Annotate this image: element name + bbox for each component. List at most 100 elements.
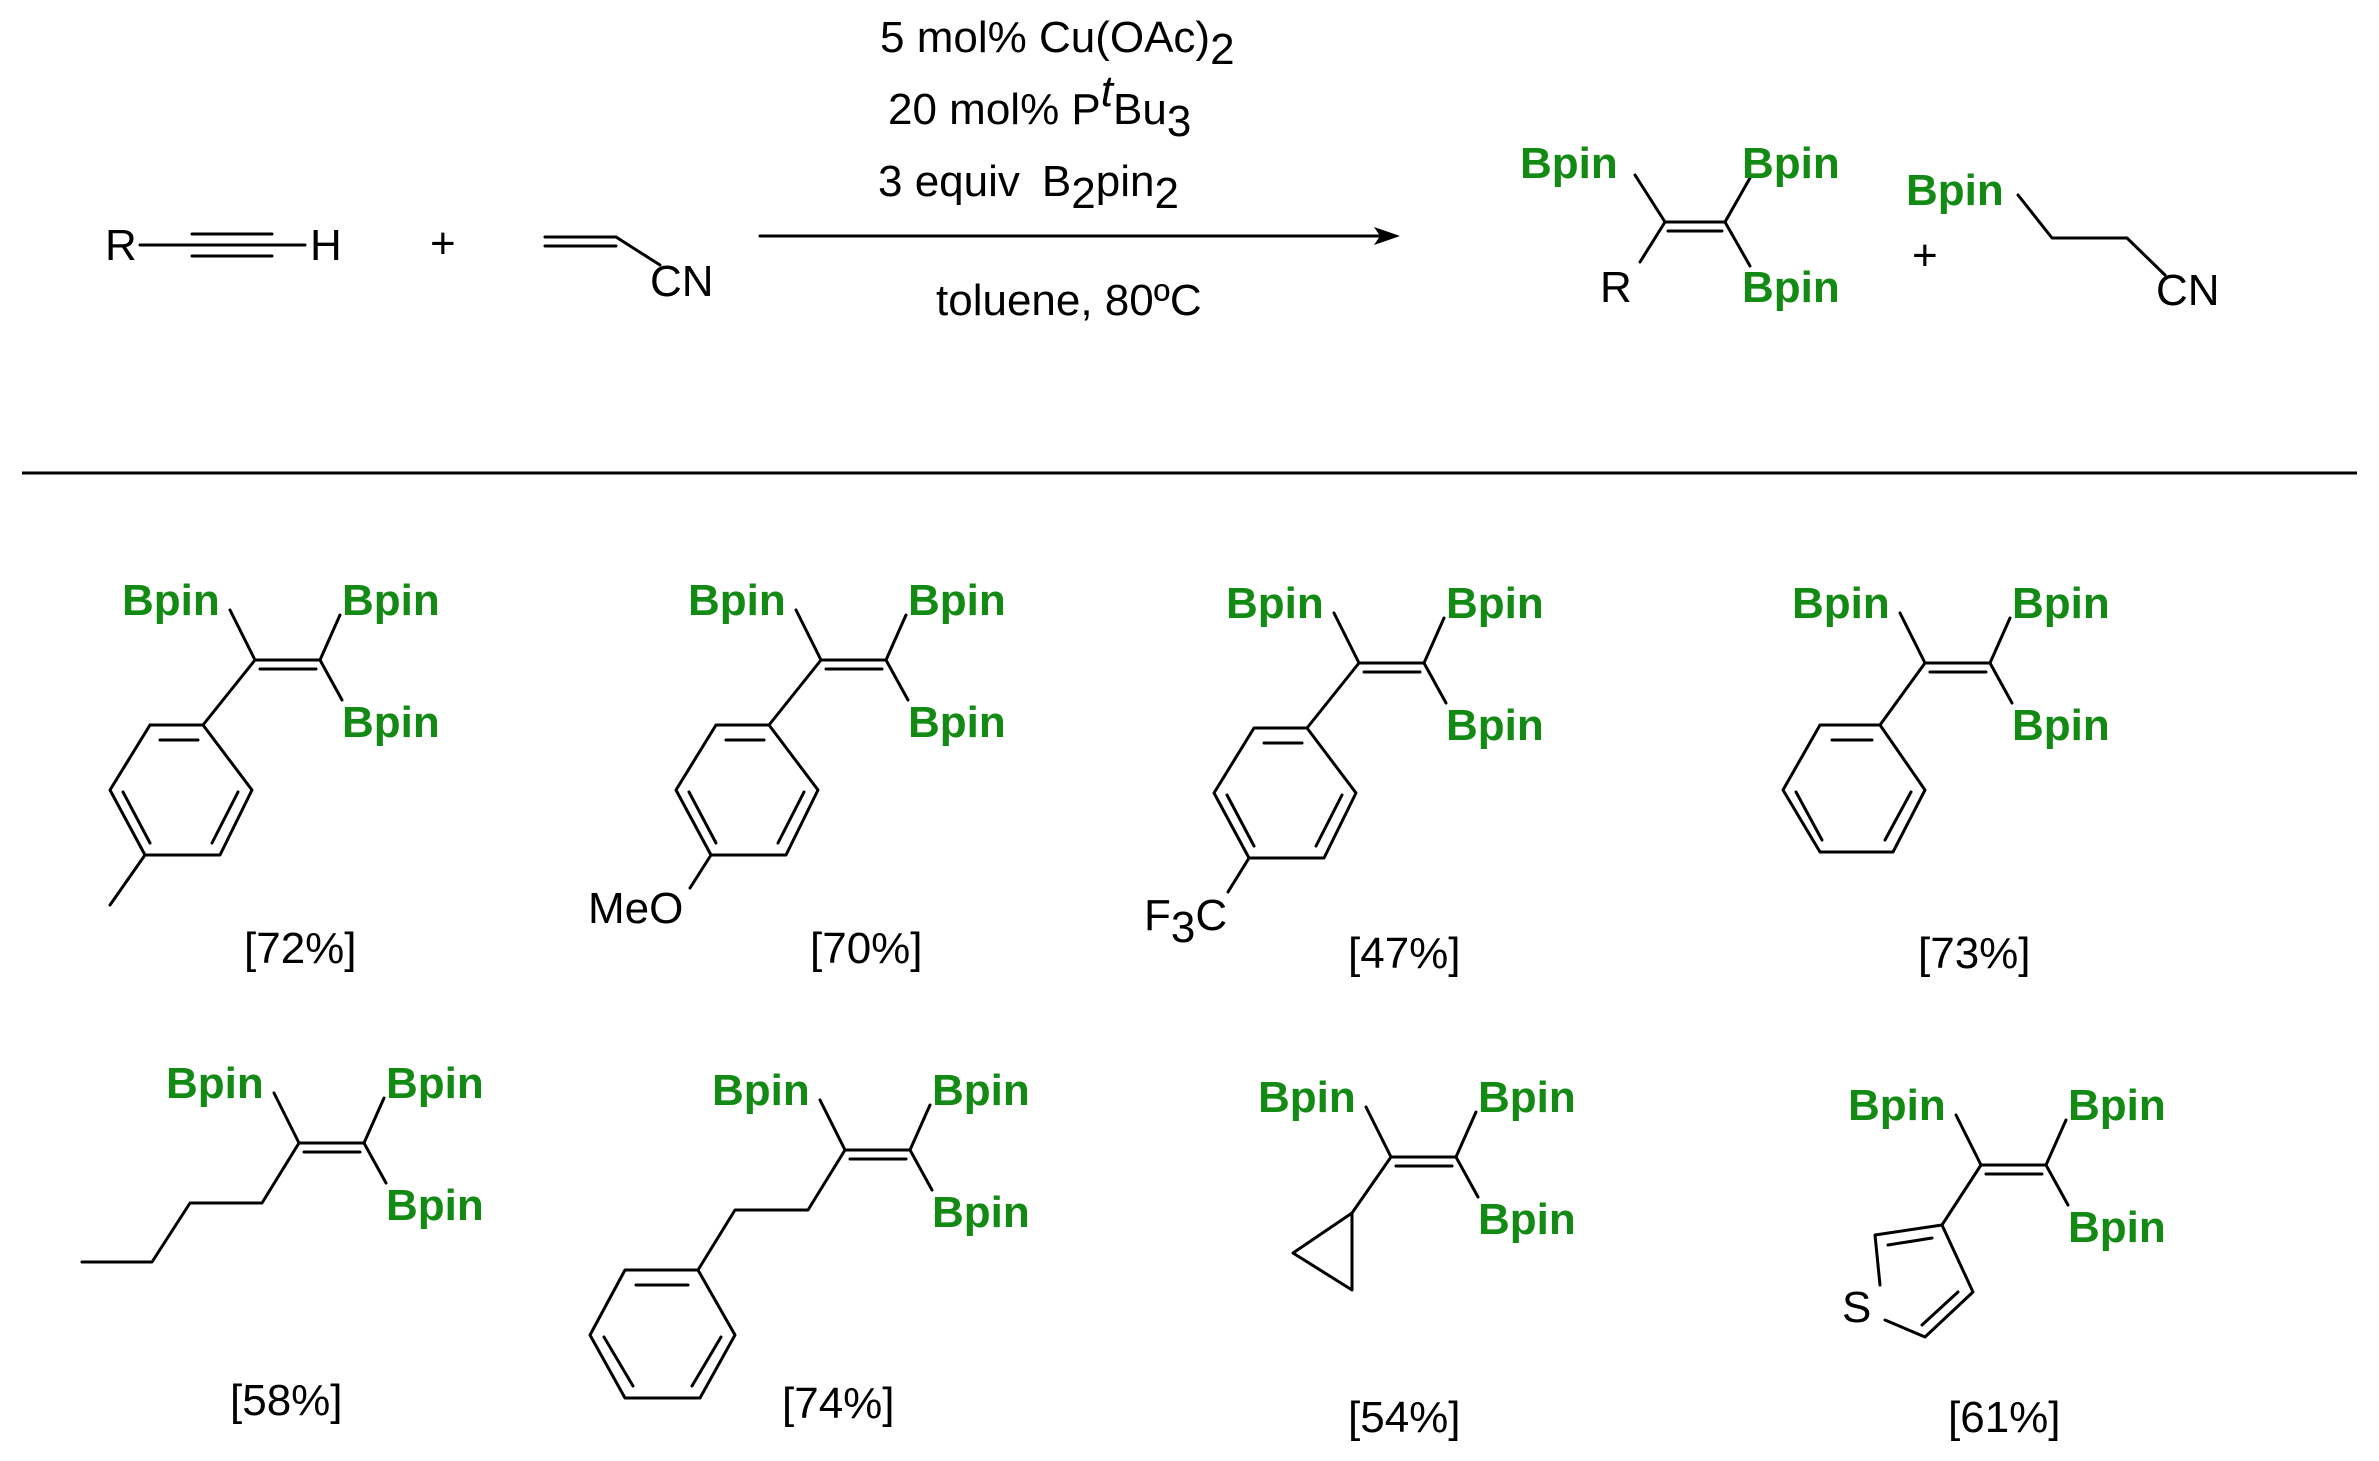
bond-4ar (1878, 661, 1927, 727)
bpin-8c: Bpin (2068, 1203, 2166, 1252)
bond-5c (362, 1141, 388, 1185)
plus-sign-1: + (430, 219, 456, 268)
label-8: S (1842, 1283, 1871, 1332)
bonds-3a (1332, 611, 1446, 665)
bond-8c (2044, 1163, 2070, 1207)
ome-bond-2 (688, 853, 713, 890)
vinyl-bond-single (614, 235, 662, 267)
thiophene-8-d1 (1886, 1236, 1934, 1247)
bond-1c (318, 658, 344, 702)
bond-7c (1454, 1155, 1480, 1199)
prod-bpin-2: Bpin (1742, 139, 1840, 188)
plus-sign-2: + (1912, 231, 1938, 280)
bond-1ar (201, 658, 257, 727)
scope-p-cf3-phenyl: Bpin Bpin Bpin F3C [47%] (1144, 579, 1544, 978)
bpin-6c: Bpin (932, 1188, 1030, 1237)
bonds-2a (794, 608, 908, 662)
bpin-2c: Bpin (908, 698, 1006, 747)
prod-bond-b (1723, 176, 1752, 224)
ring-3-d3 (1225, 793, 1256, 848)
thiophene-8 (1873, 1223, 1975, 1339)
scope-n-butyl: Bpin Bpin Bpin [58%] (80, 1059, 484, 1425)
ring-1 (108, 723, 254, 857)
byprod-bpin: Bpin (1906, 166, 2004, 215)
byprod-chain (2016, 193, 2167, 277)
bpin-7a: Bpin (1258, 1073, 1356, 1122)
cf3-bond-3 (1226, 856, 1251, 894)
scope-phenethyl: Bpin Bpin Bpin [74%] (588, 1066, 1030, 1428)
bonds-4a (1898, 611, 2012, 665)
bonds-8a (1954, 1113, 2068, 1167)
condition-solvent: toluene, 80ºC (936, 276, 1202, 325)
bpin-1a: Bpin (122, 576, 220, 625)
thiophene-8-d2 (1920, 1290, 1960, 1327)
ring-6-d2 (690, 1335, 723, 1388)
ring-4-d2 (1883, 790, 1913, 842)
butyl-chain-5 (80, 1141, 301, 1264)
byprod-cn: CN (2156, 266, 2220, 315)
methyl-1 (108, 853, 147, 907)
reactant-alkyne: R H (105, 221, 342, 270)
ring-6-d3 (602, 1335, 635, 1388)
bond-3c (1422, 661, 1448, 705)
bpin-6b: Bpin (932, 1066, 1030, 1115)
prod-bond-a (1633, 173, 1667, 224)
bonds-5a (272, 1091, 386, 1145)
condition-ligand: 20 mol% PtBu3 (888, 67, 1191, 146)
yield-3: [47%] (1348, 929, 1461, 978)
bond-4c (1988, 661, 2014, 705)
prod-bpin-1: Bpin (1520, 139, 1618, 188)
bond-7cp (1350, 1155, 1393, 1215)
ring-1-d2 (210, 790, 240, 845)
bpin-2b: Bpin (908, 576, 1006, 625)
ring-6 (588, 1268, 737, 1400)
yield-2: [70%] (810, 924, 923, 973)
bpin-5c: Bpin (386, 1181, 484, 1230)
bpin-3b: Bpin (1446, 579, 1544, 628)
alkyne-h-label: H (310, 221, 342, 270)
yield-8: [61%] (1948, 1393, 2061, 1442)
alkyne-r-label: R (105, 221, 137, 270)
byproduct-borylnitrile: Bpin CN (1906, 166, 2220, 315)
ring-2-d2 (776, 790, 806, 845)
product-triboryl-alkene: Bpin Bpin Bpin R (1520, 139, 1840, 312)
yield-7: [54%] (1348, 1393, 1461, 1442)
bpin-3c: Bpin (1446, 701, 1544, 750)
prod-r-label: R (1600, 263, 1632, 312)
yield-5: [58%] (230, 1376, 343, 1425)
bpin-1b: Bpin (342, 576, 440, 625)
ring-4 (1781, 723, 1927, 854)
yield-4: [73%] (1918, 929, 2031, 978)
yield-6: [74%] (782, 1379, 895, 1428)
bonds-6a (818, 1098, 932, 1152)
ring-1-d3 (121, 790, 152, 845)
ring-3-d2 (1314, 793, 1344, 848)
scope-p-methoxyphenyl: Bpin Bpin Bpin MeO [70%] (588, 576, 1006, 973)
bond-2c (884, 658, 910, 702)
bond-8th (1940, 1163, 1983, 1227)
prod-bond-r (1638, 220, 1667, 264)
bonds-1a (228, 608, 342, 662)
bpin-3a: Bpin (1226, 579, 1324, 628)
ring-4-d3 (1794, 790, 1824, 842)
bpin-6a: Bpin (712, 1066, 810, 1115)
cyclopropane-7 (1291, 1211, 1354, 1292)
scope-cyclopropyl: Bpin Bpin Bpin [54%] (1258, 1073, 1576, 1442)
scope-3-thienyl: Bpin Bpin Bpin S [61%] (1842, 1081, 2166, 1442)
bpin-5a: Bpin (166, 1059, 264, 1108)
bond-6c (908, 1148, 934, 1192)
bpin-7b: Bpin (1478, 1073, 1576, 1122)
prod-bpin-3: Bpin (1742, 263, 1840, 312)
scope-p-tolyl: Bpin Bpin Bpin [72%] (108, 576, 440, 973)
bpin-8a: Bpin (1848, 1081, 1946, 1130)
reactant-acrylonitrile: CN (543, 235, 714, 306)
bpin-4c: Bpin (2012, 701, 2110, 750)
bpin-2a: Bpin (688, 576, 786, 625)
yield-1: [72%] (244, 924, 357, 973)
bpin-4b: Bpin (2012, 579, 2110, 628)
condition-catalyst: 5 mol% Cu(OAc)2 (880, 13, 1235, 74)
ethyl-chain-6 (696, 1148, 847, 1272)
